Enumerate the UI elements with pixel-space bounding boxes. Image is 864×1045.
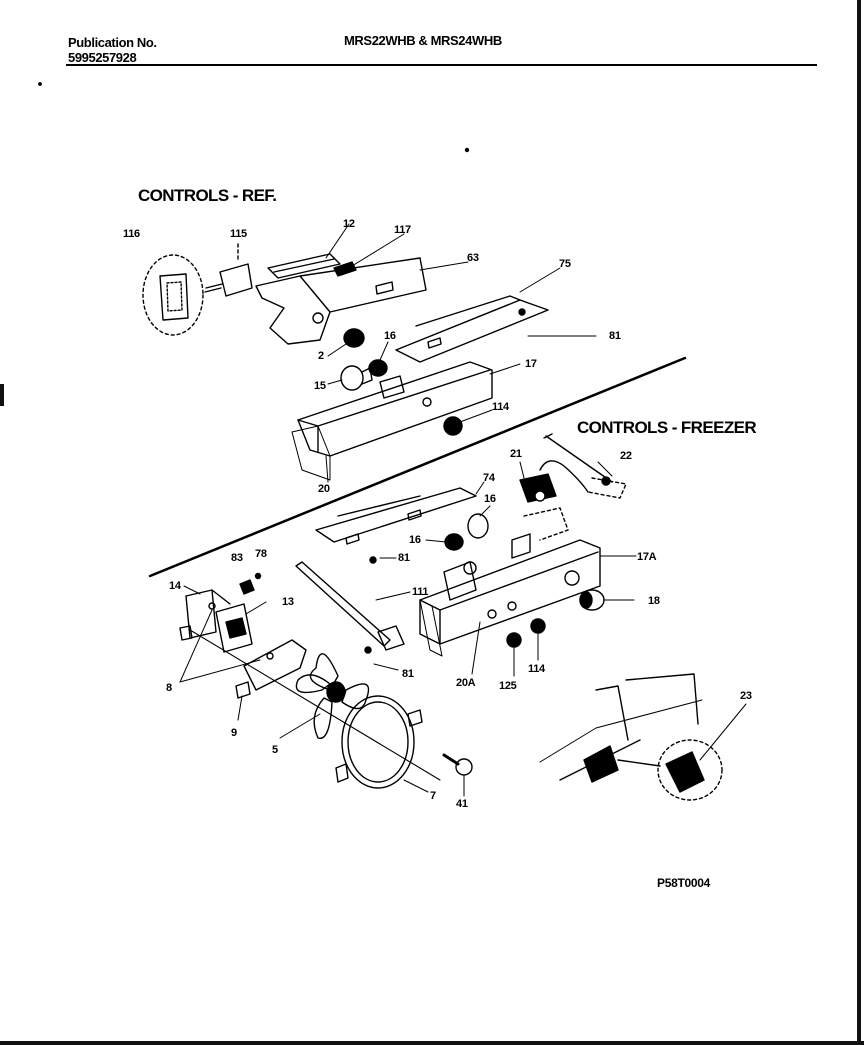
callout-117: 117 — [394, 224, 411, 236]
callout-21: 21 — [510, 448, 522, 460]
callout-17a: 17A — [637, 551, 657, 563]
header-rule — [66, 64, 817, 66]
part-16-bulb-freezer — [467, 513, 489, 539]
callout-41: 41 — [456, 798, 468, 810]
callout-111: 111 — [412, 586, 429, 598]
callout-15: 15 — [314, 380, 326, 392]
callout-81-rod: 81 — [402, 668, 414, 680]
callout-leaders — [179, 223, 747, 797]
part-23-inset-view — [539, 673, 723, 801]
callout-75: 75 — [559, 258, 571, 270]
callout-18: 18 — [648, 595, 660, 607]
part-16-socket — [368, 359, 388, 377]
part-81-screw — [364, 646, 372, 654]
fan-shaft-line — [189, 629, 441, 781]
callout-114: 114 — [492, 401, 509, 413]
callout-9: 9 — [231, 727, 237, 739]
callout-22: 22 — [620, 450, 632, 462]
callout-20: 20 — [318, 483, 330, 495]
callout-16-socket: 16 — [409, 534, 421, 546]
part-16-socket-freezer — [444, 533, 464, 551]
callout-115: 115 — [230, 228, 247, 240]
page-frame-left-mark — [0, 384, 4, 406]
publication-label: Publication No. — [68, 35, 157, 50]
part-2-knob — [343, 328, 365, 348]
model-numbers: MRS22WHB & MRS24WHB — [344, 33, 502, 48]
callout-78: 78 — [255, 548, 267, 560]
callout-13: 13 — [282, 596, 294, 608]
callout-17: 17 — [525, 358, 537, 370]
part-15-bulb — [340, 365, 373, 391]
part-111-damper-rod — [295, 561, 405, 651]
part-75-cover — [395, 295, 549, 363]
part-115-bracket — [204, 243, 253, 297]
callout-16-bulb: 16 — [484, 493, 496, 505]
part-21-thermostat — [519, 460, 589, 503]
part-63-housing — [255, 257, 427, 345]
page-frame-right — [857, 0, 861, 1045]
callout-74: 74 — [483, 472, 495, 484]
publication-number: 5995257928 — [68, 50, 137, 65]
page-frame-bottom — [0, 1041, 864, 1045]
part-20-trim — [291, 425, 331, 481]
part-22-sensor-tube — [543, 433, 627, 499]
part-116-gasket — [142, 254, 204, 336]
callout-12: 12 — [343, 218, 355, 230]
part-14-bracket — [179, 589, 231, 641]
callout-8: 8 — [166, 682, 172, 694]
part-78-screw — [254, 572, 262, 580]
callout-114-freezer: 114 — [528, 663, 545, 675]
callout-81-freezer: 81 — [398, 552, 410, 564]
part-8-bracket — [235, 639, 307, 699]
part-74-cover — [315, 487, 477, 545]
callout-7: 7 — [430, 790, 436, 802]
part-17a-control-housing — [419, 507, 601, 645]
part-5-fan-blade — [295, 653, 370, 740]
callout-23: 23 — [740, 690, 752, 702]
callout-20a: 20A — [456, 677, 476, 689]
callout-83: 83 — [231, 552, 243, 564]
section-divider-line — [148, 356, 687, 578]
callout-5: 5 — [272, 744, 278, 756]
callout-2: 2 — [318, 350, 324, 362]
drawing-code: P58T0004 — [657, 876, 710, 890]
part-13-motor — [215, 603, 253, 653]
part-12-light-shield — [267, 253, 341, 279]
part-125-knob — [506, 632, 522, 648]
section-title-freezer: CONTROLS - FREEZER — [577, 418, 757, 437]
part-20a-trim — [419, 599, 443, 657]
stray-mark — [38, 82, 42, 86]
callout-125: 125 — [499, 680, 517, 692]
callout-63: 63 — [467, 252, 479, 264]
part-114-thermostat-knob — [443, 416, 463, 436]
part-81-screw — [369, 556, 377, 564]
part-18-knob — [579, 589, 605, 611]
callout-81: 81 — [609, 330, 621, 342]
callout-16: 16 — [384, 330, 396, 342]
stray-mark — [464, 147, 470, 153]
section-title-ref: CONTROLS - REF. — [138, 186, 277, 205]
part-83-clip — [239, 579, 255, 595]
part-7-fan-shroud — [335, 695, 423, 789]
callout-116: 116 — [123, 228, 140, 240]
part-17-control-housing — [297, 361, 493, 457]
part-41-screw — [442, 753, 473, 776]
callout-14: 14 — [169, 580, 181, 592]
part-114-knob-freezer — [530, 618, 546, 634]
